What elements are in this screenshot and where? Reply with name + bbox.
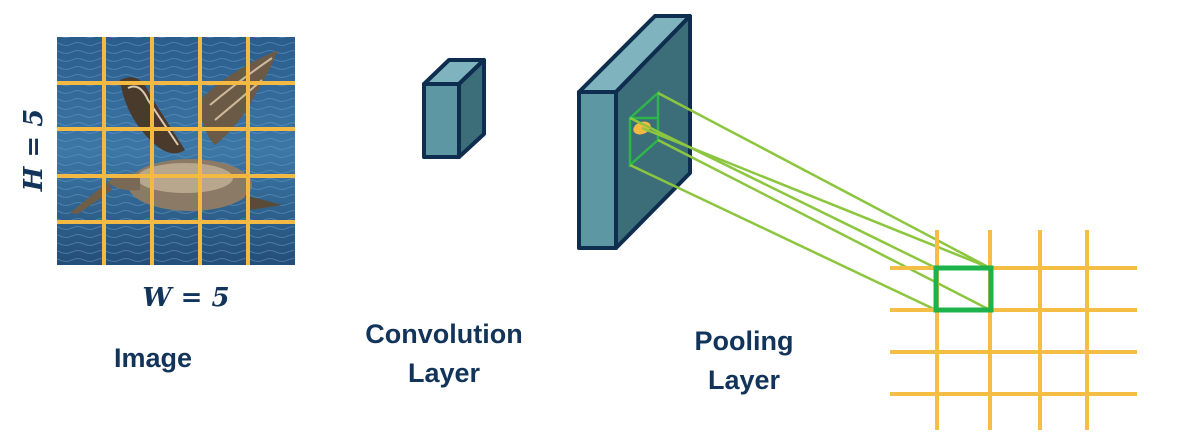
image-grid	[57, 37, 295, 265]
convolution-layer: Convolution Layer	[365, 58, 523, 388]
output-grid	[890, 230, 1137, 430]
image-caption: Image	[114, 343, 192, 373]
highlighted-cell	[933, 265, 994, 313]
pelican-photo	[57, 37, 295, 265]
width-label: W = 5	[142, 283, 229, 313]
pool-caption-line1: Pooling	[695, 326, 794, 356]
conv-block	[422, 58, 486, 159]
image-panel: H = 5 W = 5 Image	[19, 37, 295, 373]
pool-caption-line2: Layer	[708, 365, 781, 395]
pooling-layer: Pooling Layer	[577, 14, 794, 395]
output-grid-lines	[890, 230, 1137, 430]
conv-caption-line2: Layer	[408, 358, 481, 388]
conv-caption-line1: Convolution	[365, 319, 522, 349]
height-label: H = 5	[19, 109, 49, 193]
